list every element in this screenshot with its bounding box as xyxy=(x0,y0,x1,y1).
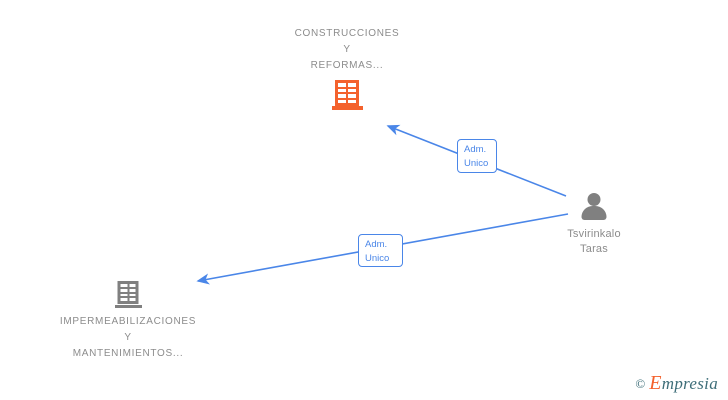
relation-label-adm-unico-root[interactable]: Adm. Unico xyxy=(457,139,497,173)
window xyxy=(120,284,127,287)
node-company-impermeabilizaciones-icon-wrap xyxy=(18,281,238,308)
window xyxy=(129,284,136,287)
brand-name: Empresia xyxy=(649,372,718,395)
window xyxy=(348,94,356,98)
door xyxy=(120,298,127,301)
node-person-icon-wrap xyxy=(538,192,650,222)
node-person-tsvirinkalo-taras[interactable]: Tsvirinkalo Taras xyxy=(538,192,650,257)
window xyxy=(120,288,127,292)
person-head xyxy=(587,193,601,206)
node-company-construcciones-label: CONSTRUCCIONES Y REFORMAS... xyxy=(294,28,400,71)
window xyxy=(348,99,356,103)
building-windows xyxy=(117,281,139,304)
node-company-impermeabilizaciones-label: IMPERMEABILIZACIONES Y MANTENIMIENTOS... xyxy=(59,316,197,359)
window xyxy=(129,293,136,297)
node-company-impermeabilizaciones[interactable]: IMPERMEABILIZACIONES Y MANTENIMIENTOS... xyxy=(18,281,238,362)
building-icon xyxy=(114,281,142,308)
building-windows xyxy=(335,80,359,106)
window xyxy=(348,83,356,87)
building-icon xyxy=(331,80,363,110)
window xyxy=(120,293,127,297)
building-base xyxy=(114,305,142,308)
person-icon xyxy=(579,192,609,222)
node-company-construcciones-icon-wrap xyxy=(233,80,461,110)
door xyxy=(338,99,346,103)
node-company-construcciones[interactable]: CONSTRUCCIONES Y REFORMAS... xyxy=(233,26,461,110)
window xyxy=(129,298,136,301)
relation-label-adm-unico-secondary[interactable]: Adm. Unico xyxy=(358,234,403,267)
window xyxy=(338,94,346,98)
node-person-label: Tsvirinkalo Taras xyxy=(567,228,621,255)
watermark-empresia: © Empresia xyxy=(635,372,718,395)
person-shoulders xyxy=(581,206,607,220)
window xyxy=(338,88,346,92)
copyright-icon: © xyxy=(635,375,646,391)
brand-rest: mpresia xyxy=(661,374,718,393)
window xyxy=(348,88,356,92)
window xyxy=(338,83,346,87)
window xyxy=(129,288,136,292)
building-base xyxy=(331,106,363,110)
brand-initial: E xyxy=(649,372,662,394)
